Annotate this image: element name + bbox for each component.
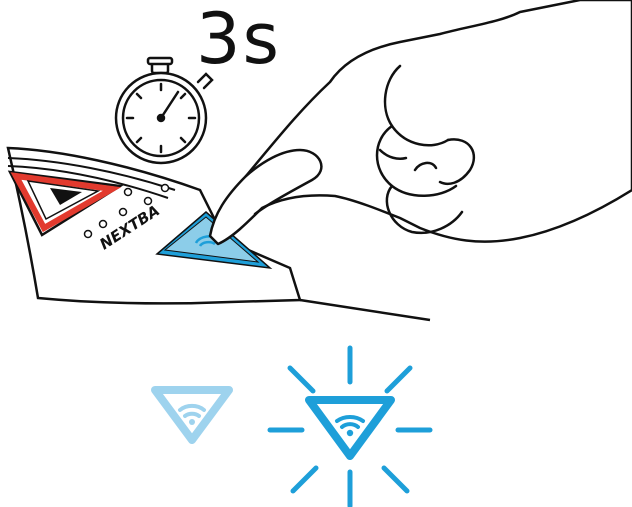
dashcam-device: NEXTBA bbox=[6, 146, 302, 305]
dashboard-edge-line bbox=[299, 298, 431, 322]
wifi-triangle-lit-icon bbox=[267, 345, 433, 507]
stopwatch-icon bbox=[114, 56, 214, 165]
hold-duration-label: 3s bbox=[196, 0, 282, 80]
wifi-triangle-dim-icon bbox=[151, 386, 233, 444]
pointing-hand-icon bbox=[208, 0, 632, 246]
